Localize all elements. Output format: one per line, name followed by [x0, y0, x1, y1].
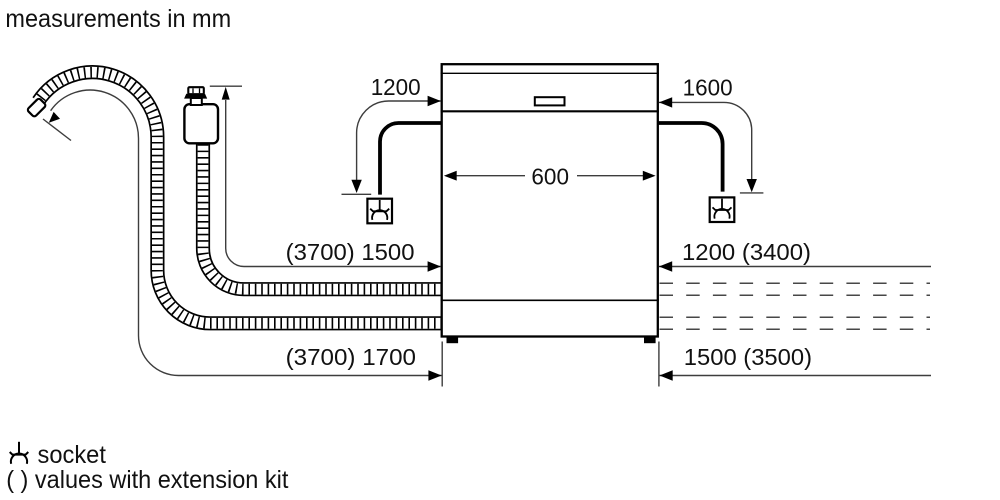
- svg-text:(3700) 1500: (3700) 1500: [286, 239, 415, 265]
- svg-text:socket: socket: [38, 441, 106, 469]
- svg-text:600: 600: [531, 163, 569, 189]
- svg-text:1200: 1200: [371, 74, 421, 100]
- svg-text:(3700) 1700: (3700) 1700: [286, 344, 416, 370]
- svg-text:1200 (3400): 1200 (3400): [682, 239, 811, 265]
- svg-text:( ) values with extension kit: ( ) values with extension kit: [6, 466, 288, 494]
- svg-text:1600: 1600: [683, 74, 733, 100]
- svg-text:measurements in mm: measurements in mm: [5, 5, 231, 33]
- svg-text:1500 (3500): 1500 (3500): [684, 344, 812, 370]
